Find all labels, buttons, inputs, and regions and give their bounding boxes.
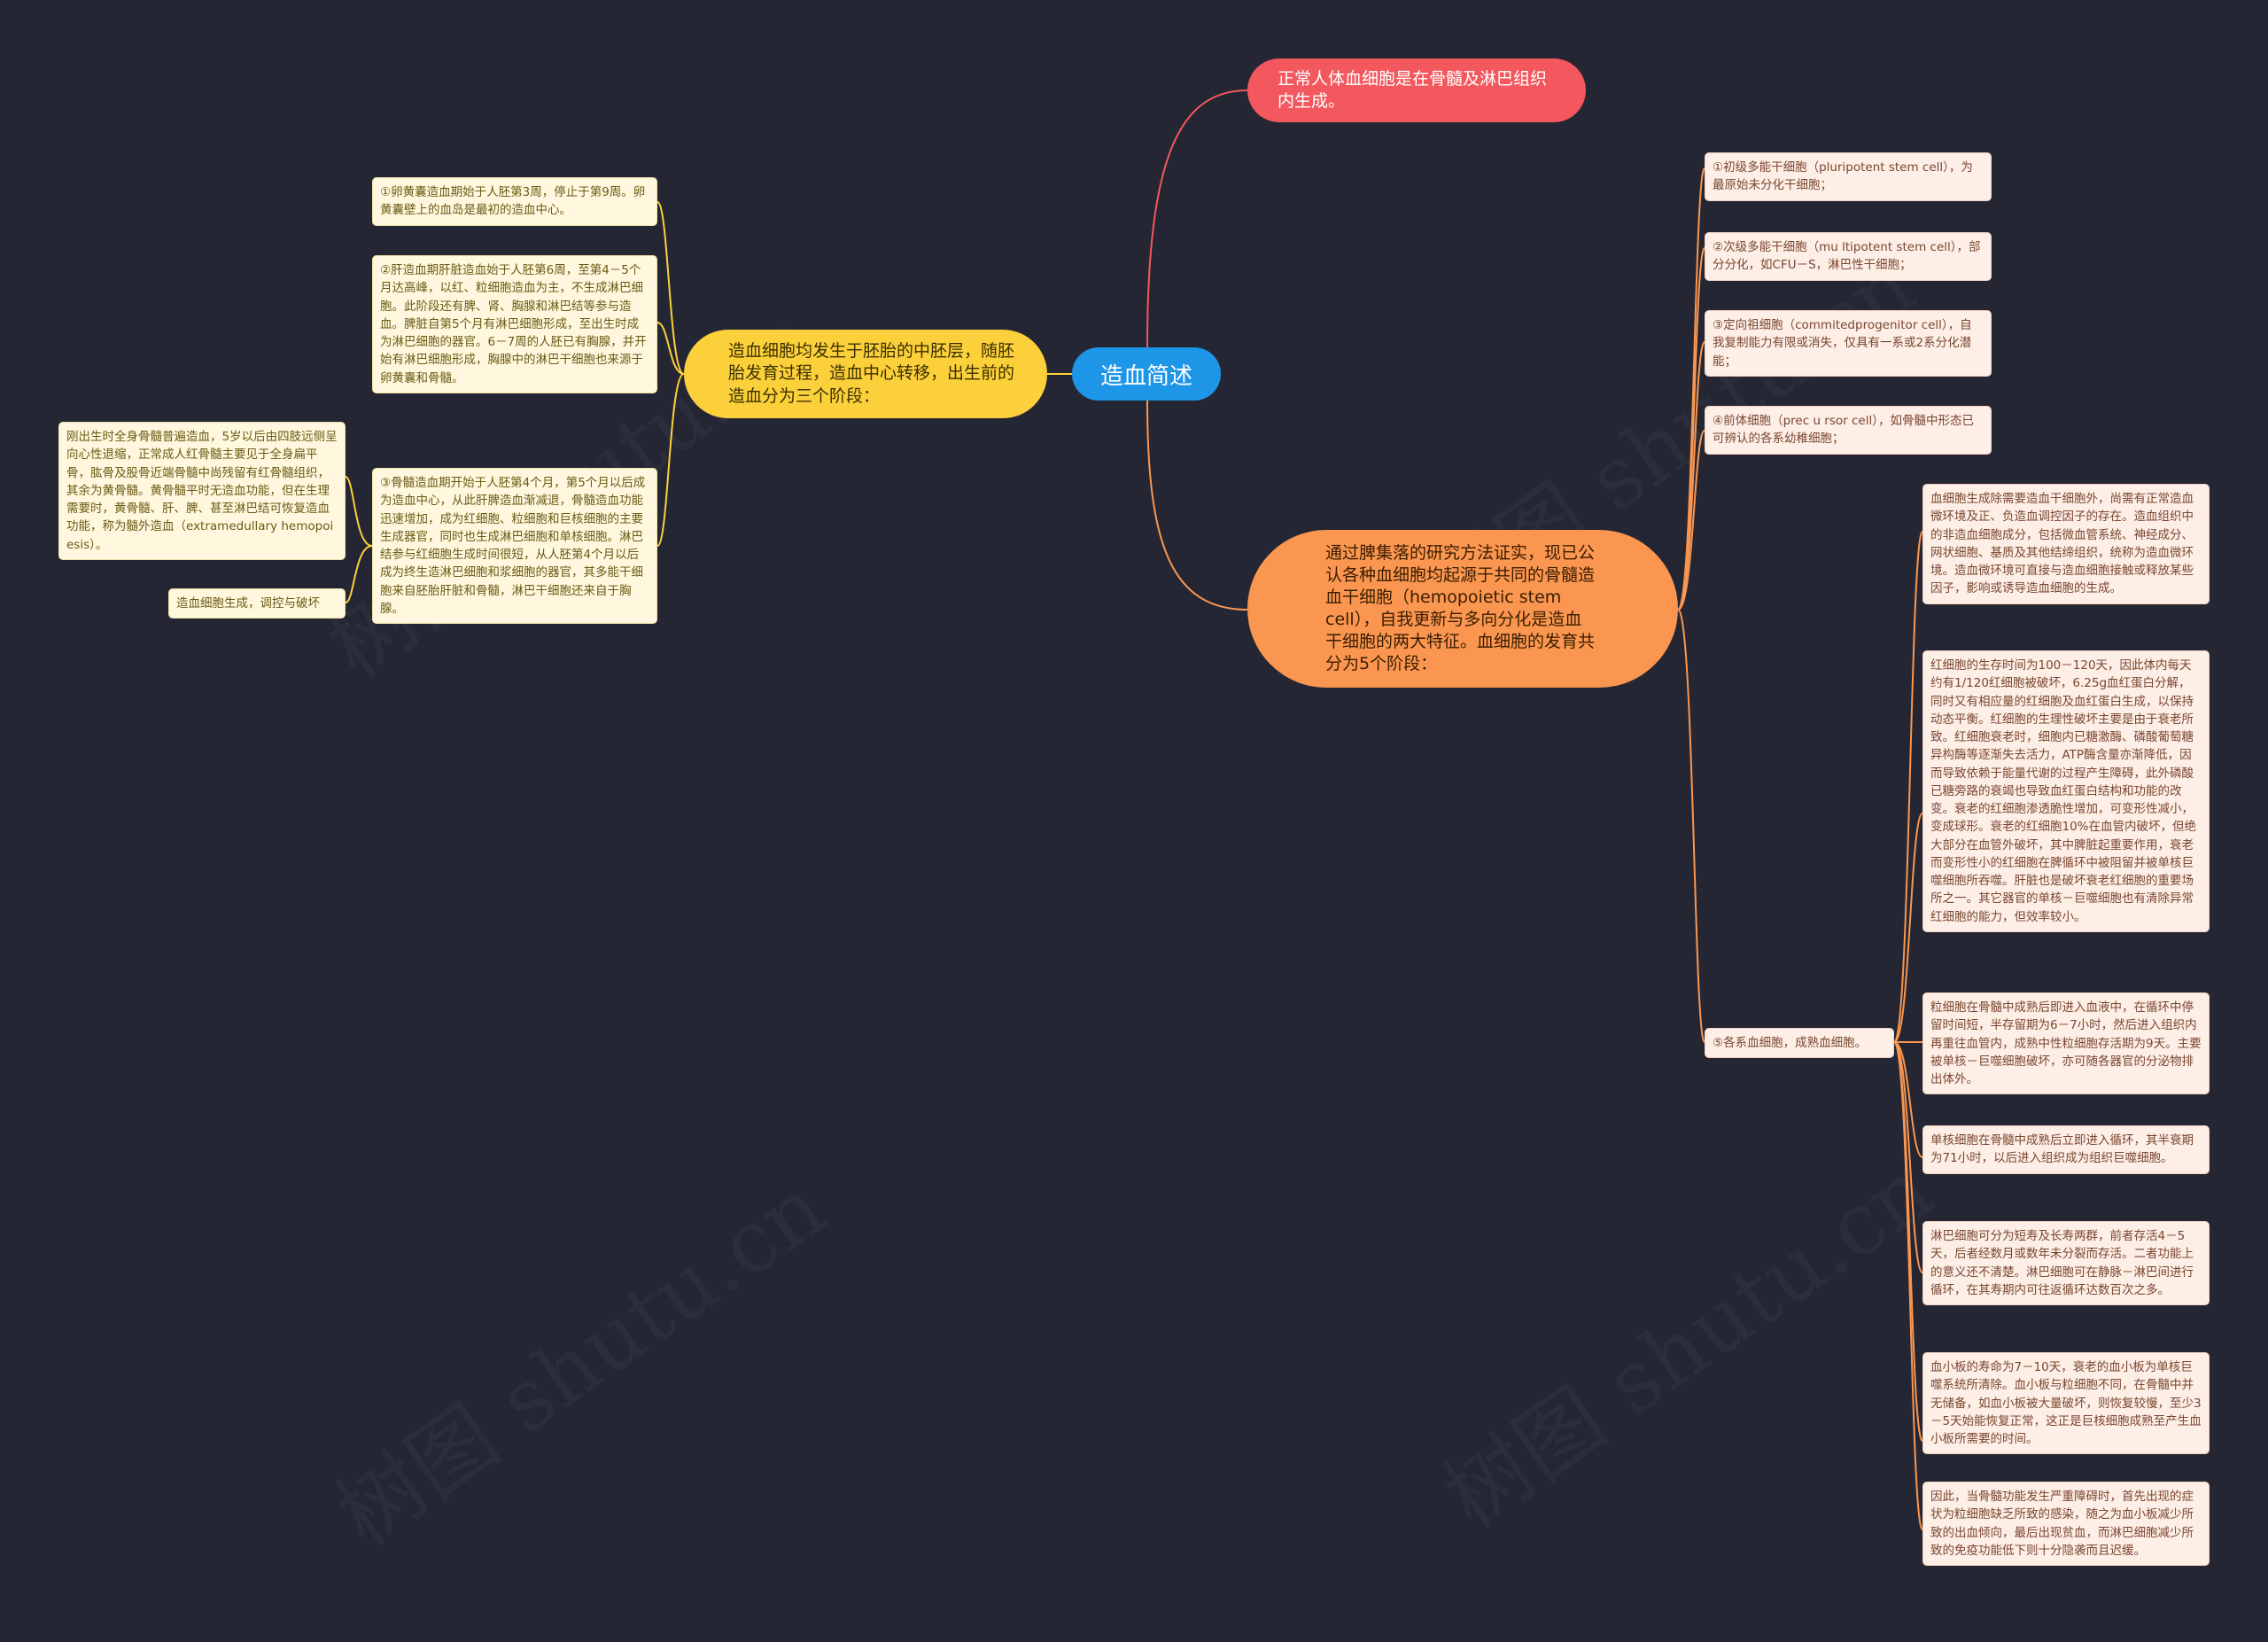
right-stage-item[interactable]: ②次级多能干细胞（mu ltipotent stem cell），部分分化，如C…	[1705, 232, 1992, 281]
right-detail-item[interactable]: 血小板的寿命为7－10天，衰老的血小板为单核巨噬系统所清除。血小板与粒细胞不同，…	[1922, 1352, 2210, 1455]
right-stage-item[interactable]: ④前体细胞（prec u rsor cell），如骨髓中形态已可辨认的各系幼稚细…	[1705, 406, 1992, 455]
branch-left-node[interactable]: 造血细胞均发生于胚胎的中胚层，随胚胎发育过程，造血中心转移，出生前的造血分为三个…	[684, 330, 1047, 418]
right-detail-item[interactable]: 单核细胞在骨髓中成熟后立即进入循环，其半衰期为71小时，以后进入组织成为组织巨噬…	[1922, 1125, 2210, 1174]
left-stage-item[interactable]: ①卵黄囊造血期始于人胚第3周，停止于第9周。卵黄囊壁上的血岛是最初的造血中心。	[372, 177, 657, 226]
left-subitem[interactable]: 造血细胞生成，调控与破坏	[168, 588, 346, 619]
right-stage-item[interactable]: ①初级多能干细胞（pluripotent stem cell），为最原始未分化干…	[1705, 152, 1992, 201]
branch-top-node[interactable]: 正常人体血细胞是在骨髓及淋巴组织内生成。	[1247, 58, 1586, 122]
left-stage-item[interactable]: ③骨髓造血期开始于人胚第4个月，第5个月以后成为造血中心，从此肝脾造血渐减退，骨…	[372, 468, 657, 624]
right-detail-item[interactable]: 红细胞的生存时间为100－120天，因此体内每天约有1/120红细胞被破坏，6.…	[1922, 650, 2210, 932]
branch-right-node[interactable]: 通过脾集落的研究方法证实，现已公认各种血细胞均起源于共同的骨髓造血干细胞（hem…	[1247, 530, 1678, 688]
right-detail-item[interactable]: 粒细胞在骨髓中成熟后即进入血液中，在循环中停留时间短，半存留期为6－7小时，然后…	[1922, 992, 2210, 1095]
right-detail-item[interactable]: 淋巴细胞可分为短寿及长寿两群，前者存活4－5天，后者经数月或数年未分裂而存活。二…	[1922, 1221, 2210, 1305]
right-detail-item[interactable]: 血细胞生成除需要造血干细胞外，尚需有正常造血微环境及正、负造血调控因子的存在。造…	[1922, 484, 2210, 604]
right-stage-item[interactable]: ⑤各系血细胞，成熟血细胞。	[1705, 1028, 1894, 1059]
left-subitem[interactable]: 刚出生时全身骨髓普遍造血，5岁以后由四肢远侧呈向心性退缩，正常成人红骨髓主要见于…	[58, 422, 346, 560]
root-node[interactable]: 造血简述	[1072, 347, 1221, 401]
right-stage-item[interactable]: ③定向祖细胞（commitedprogenitor cell），自我复制能力有限…	[1705, 310, 1992, 377]
right-detail-item[interactable]: 因此，当骨髓功能发生严重障碍时，首先出现的症状为粒细胞缺乏所致的感染，随之为血小…	[1922, 1482, 2210, 1566]
left-stage-item[interactable]: ②肝造血期肝脏造血始于人胚第6周，至第4－5个月达高峰，以红、粒细胞造血为主，不…	[372, 255, 657, 393]
